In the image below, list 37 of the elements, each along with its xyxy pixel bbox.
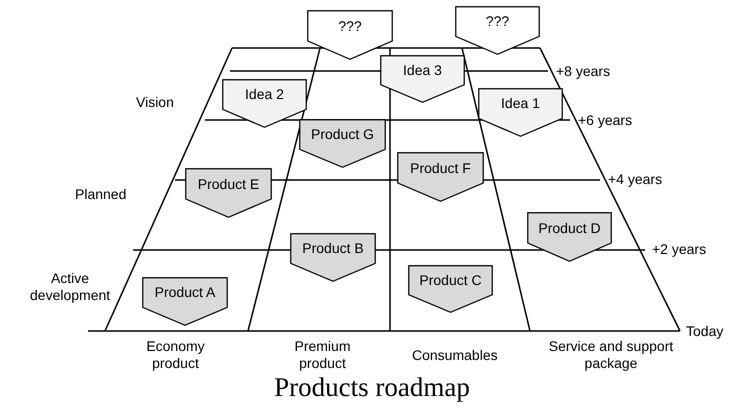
node-label: Product F	[409, 158, 472, 178]
category-label: Economy product	[145, 338, 206, 372]
stage-label: Vision	[136, 94, 174, 111]
node-label: ???	[484, 12, 510, 32]
stage-label: Active development	[30, 270, 110, 304]
time-label: +2 years	[652, 241, 706, 258]
pentagon-marker	[397, 152, 484, 202]
pentagon-marker	[222, 79, 307, 128]
time-label: Today	[686, 323, 724, 340]
category-label: Service and support package	[548, 338, 674, 372]
pentagon-marker	[299, 119, 386, 168]
node-label: Product B	[301, 239, 365, 258]
time-label: +8 years	[556, 63, 610, 80]
pentagon-marker	[455, 6, 540, 55]
diagram-title: Products roadmap	[273, 372, 471, 403]
node-label: Product D	[537, 218, 602, 238]
pentagon-marker	[408, 265, 493, 313]
category-label: Consumables	[412, 347, 498, 364]
node-label: Product E	[196, 174, 260, 194]
node-label: Idea 3	[402, 60, 443, 80]
pentagon-marker	[478, 88, 563, 137]
node-label: Product G	[310, 125, 376, 144]
node-label: Product C	[418, 270, 483, 290]
node-label: Idea 2	[244, 85, 285, 104]
pentagon-marker	[380, 55, 465, 103]
pentagon-marker	[142, 277, 228, 326]
pentagon-marker	[527, 212, 612, 262]
node-label: Idea 1	[500, 94, 541, 114]
pentagon-marker	[290, 233, 376, 282]
stage-label: Planned	[75, 186, 126, 203]
pentagon-marker	[185, 168, 272, 218]
category-label: Premium product	[293, 338, 352, 372]
time-label: +6 years	[578, 112, 632, 129]
node-label: Product A	[154, 283, 216, 302]
node-label: ???	[337, 16, 363, 36]
pentagon-marker	[307, 10, 393, 60]
time-label: +4 years	[608, 171, 662, 188]
